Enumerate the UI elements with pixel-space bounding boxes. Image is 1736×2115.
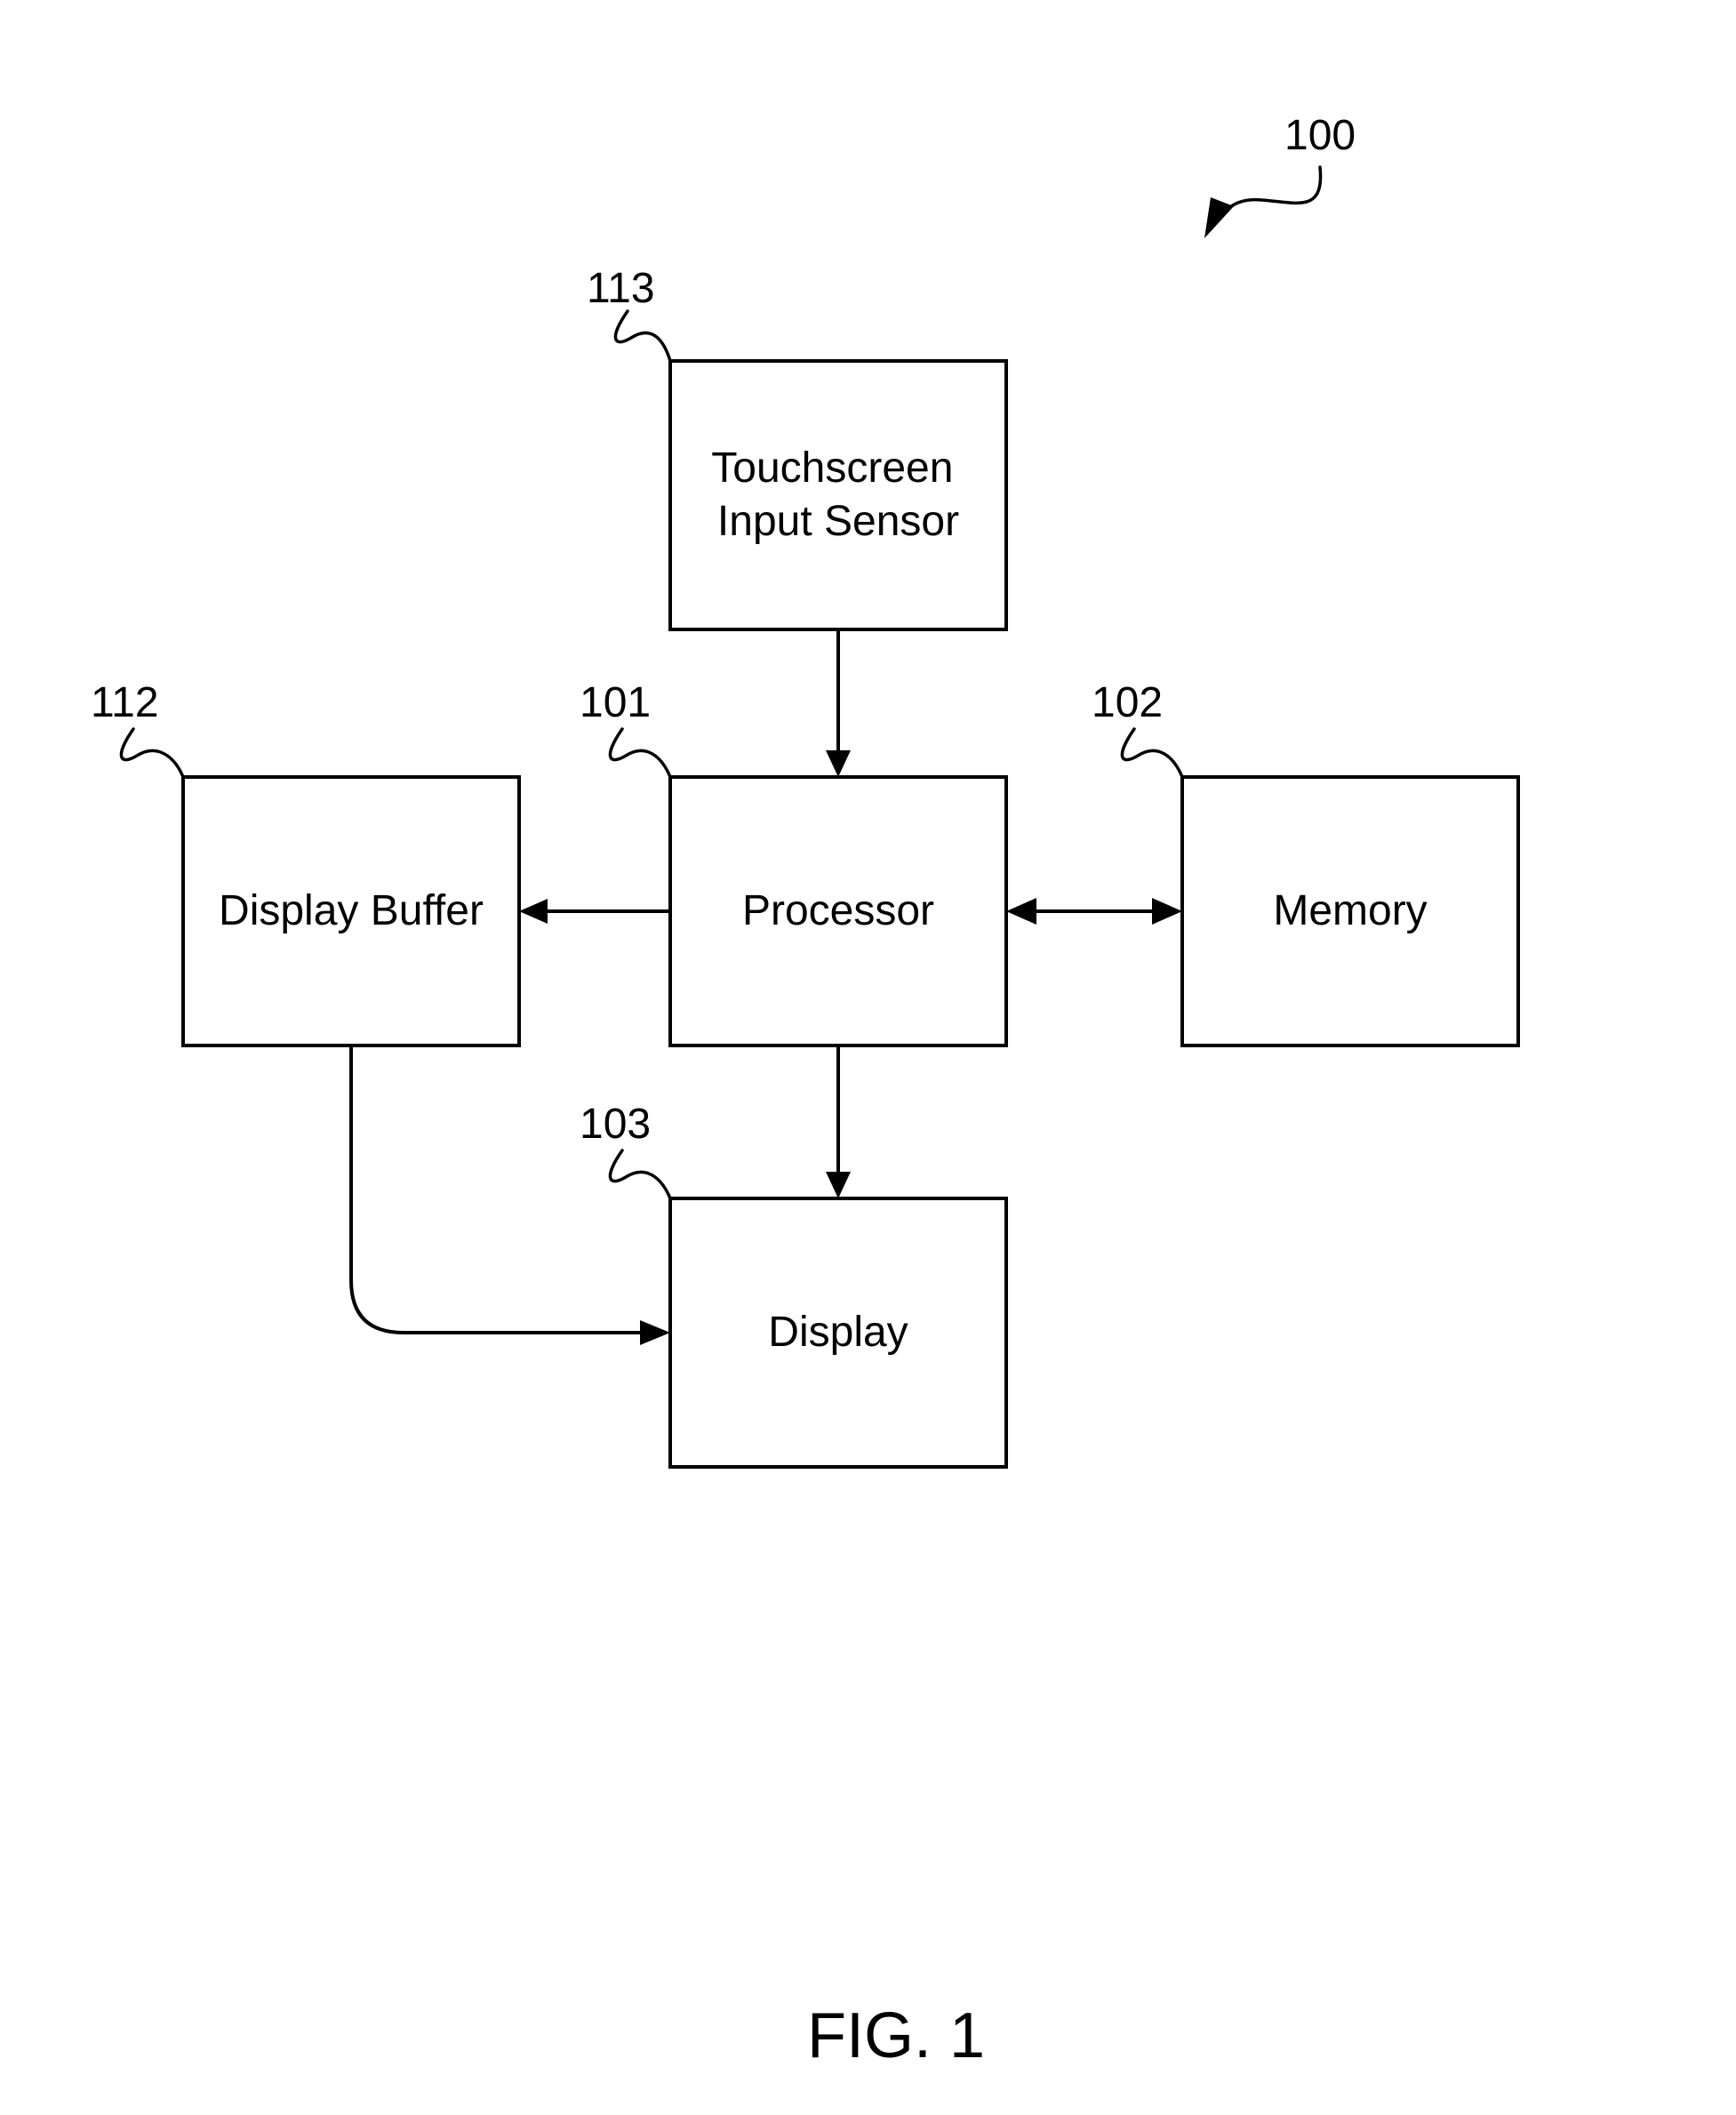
memory-ref-leader: [1122, 729, 1182, 777]
touchscreen-input-sensor-box: [670, 361, 1006, 629]
touchscreen-ref-label: 113: [587, 265, 655, 312]
display-label: Display: [768, 1309, 908, 1356]
memory-block: Memory 102: [1092, 679, 1518, 1045]
system-ref-leader: [1213, 167, 1321, 224]
processor-memory-arrowhead-left: [1006, 898, 1036, 925]
processor-to-display-connector: [826, 1045, 851, 1198]
processor-ref-label: 101: [580, 679, 651, 726]
display-ref-label: 103: [580, 1101, 651, 1148]
memory-ref-label: 102: [1092, 679, 1163, 726]
touchscreen-to-processor-arrowhead: [826, 750, 851, 777]
memory-label: Memory: [1273, 887, 1427, 934]
processor-memory-connector: [1006, 898, 1182, 925]
processor-memory-arrowhead-right: [1152, 898, 1182, 925]
touchscreen-to-processor-connector: [826, 629, 851, 777]
display-ref-leader: [610, 1150, 670, 1198]
processor-to-display-arrowhead: [826, 1172, 851, 1198]
figure-caption: FIG. 1: [807, 2000, 985, 2071]
display-buffer-to-display-line: [351, 1045, 642, 1333]
touchscreen-input-sensor-block: Touchscreen Input Sensor 113: [587, 265, 1006, 629]
processor-label: Processor: [742, 887, 934, 934]
display-buffer-label: Display Buffer: [219, 887, 484, 934]
processor-block: Processor 101: [580, 679, 1006, 1045]
touchscreen-ref-leader: [615, 311, 670, 361]
display-buffer-ref-leader: [121, 729, 183, 777]
system-ref-label: 100: [1284, 112, 1356, 159]
processor-ref-leader: [610, 729, 670, 777]
display-buffer-ref-label: 112: [91, 679, 159, 726]
system-reference: 100: [1204, 112, 1356, 238]
display-buffer-block: Display Buffer 112: [91, 679, 519, 1045]
processor-to-display-buffer-arrowhead: [519, 899, 548, 924]
display-buffer-to-display-connector: [351, 1045, 670, 1345]
processor-to-display-buffer-connector: [519, 899, 670, 924]
system-ref-arrowhead: [1204, 197, 1234, 238]
display-block: Display 103: [580, 1101, 1006, 1467]
display-buffer-to-display-arrowhead: [640, 1320, 670, 1345]
